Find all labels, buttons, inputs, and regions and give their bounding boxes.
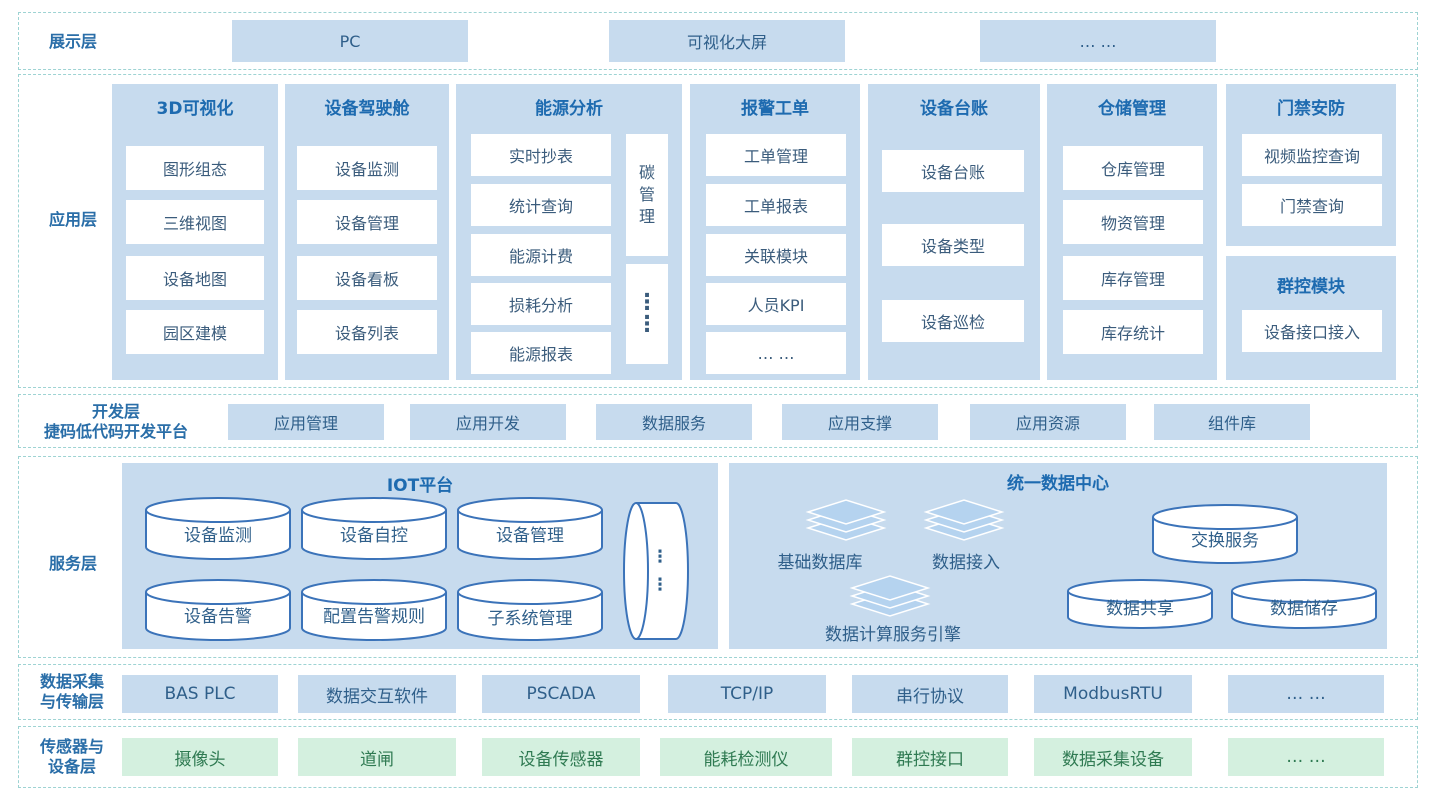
display-layer-frame — [18, 12, 1418, 70]
sensor-item: 道闸 — [298, 738, 456, 776]
display-item-bigscreen: 可视化大屏 — [609, 20, 845, 62]
module-item: 设备台账 — [882, 150, 1024, 192]
module-title: 设备驾驶舱 — [324, 99, 410, 119]
module-item: 三维视图 — [126, 200, 264, 244]
iot-platform-panel: IOT平台 — [122, 463, 718, 649]
module-item: 工单管理 — [706, 134, 846, 176]
display-item-pc: PC — [232, 20, 468, 62]
module-access: 门禁安防 视频监控查询 门禁查询 — [1226, 84, 1396, 246]
collect-item: PSCADA — [482, 675, 640, 713]
dev-label-line2: 捷码低代码开发平台 — [43, 422, 188, 441]
collect-item: BAS PLC — [122, 675, 278, 713]
sensor-item: 设备传感器 — [482, 738, 640, 776]
module-title: 设备台账 — [920, 99, 988, 119]
dev-item: 应用管理 — [228, 404, 384, 440]
collect-item: 串行协议 — [852, 675, 1008, 713]
module-item: 设备类型 — [882, 224, 1024, 266]
module-title: 能源分析 — [535, 99, 603, 119]
dev-label-line1: 开发层 — [91, 402, 140, 421]
dev-item: 应用资源 — [970, 404, 1126, 440]
module-energy: 能源分析 实时抄表 统计查询 能源计费 损耗分析 能源报表 碳 管 理 ⋮ ⋮ — [456, 84, 682, 380]
sensor-label-line1: 传感器与 — [39, 737, 104, 756]
service-layer-label: 服务层 — [48, 554, 97, 573]
module-title: 3D可视化 — [156, 99, 234, 119]
sensor-layer-label: 传感器与 设备层 — [24, 734, 120, 780]
iot-title: IOT平台 — [386, 476, 454, 496]
module-item: 损耗分析 — [471, 283, 611, 325]
collect-label-line2: 与传输层 — [39, 692, 104, 711]
module-item: 设备巡检 — [882, 300, 1024, 342]
module-item: 设备看板 — [297, 256, 437, 300]
dev-item: 组件库 — [1154, 404, 1310, 440]
carbon-management-box: 碳 管 理 — [626, 134, 668, 256]
data-center-title: 统一数据中心 — [1007, 474, 1109, 494]
module-3d: 3D可视化 图形组态 三维视图 设备地图 园区建模 — [112, 84, 278, 380]
module-title: 报警工单 — [741, 99, 809, 119]
module-title: 仓储管理 — [1098, 99, 1166, 119]
collect-label-line1: 数据采集 — [39, 672, 104, 691]
module-group-control: 群控模块 设备接口接入 — [1226, 256, 1396, 380]
module-item: 库存统计 — [1063, 310, 1203, 354]
sensor-item: … … — [1228, 738, 1384, 776]
module-item: 设备接口接入 — [1242, 310, 1382, 352]
sensor-item: 数据采集设备 — [1034, 738, 1192, 776]
carbon-char: 碳 — [638, 163, 655, 182]
module-item: 视频监控查询 — [1242, 134, 1382, 176]
module-item: 工单报表 — [706, 184, 846, 226]
service-layer-frame — [18, 456, 1418, 658]
more-dots: ⋮ — [636, 290, 658, 315]
sensor-item: 摄像头 — [122, 738, 278, 776]
module-title: 群控模块 — [1277, 277, 1345, 297]
module-item: 能源报表 — [471, 332, 611, 374]
module-item: 人员KPI — [706, 283, 846, 325]
module-item: 仓库管理 — [1063, 146, 1203, 190]
sensor-layer-frame — [18, 726, 1418, 788]
module-item: 设备管理 — [297, 200, 437, 244]
module-item: 物资管理 — [1063, 200, 1203, 244]
sensor-item: 群控接口 — [852, 738, 1008, 776]
energy-more-box: ⋮ ⋮ — [626, 264, 668, 364]
module-item: 关联模块 — [706, 234, 846, 276]
module-item: 设备监测 — [297, 146, 437, 190]
module-item: 库存管理 — [1063, 256, 1203, 300]
dev-layer-label: 开发层 捷码低代码开发平台 — [24, 400, 208, 444]
module-alarm: 报警工单 工单管理 工单报表 关联模块 人员KPI … … — [690, 84, 860, 380]
collect-layer-label: 数据采集 与传输层 — [24, 670, 120, 714]
collect-item: ModbusRTU — [1034, 675, 1192, 713]
display-layer-label: 展示层 — [48, 32, 97, 51]
module-storage: 仓储管理 仓库管理 物资管理 库存管理 库存统计 — [1047, 84, 1217, 380]
collect-item: TCP/IP — [668, 675, 826, 713]
carbon-char: 理 — [638, 207, 655, 226]
display-item-more: … … — [980, 20, 1216, 62]
module-ledger: 设备台账 设备台账 设备类型 设备巡检 — [868, 84, 1040, 380]
dev-item: 数据服务 — [596, 404, 752, 440]
module-item: 设备地图 — [126, 256, 264, 300]
collect-item: … … — [1228, 675, 1384, 713]
dev-item: 应用开发 — [410, 404, 566, 440]
app-layer-frame — [18, 74, 1418, 388]
module-item: 门禁查询 — [1242, 184, 1382, 226]
dev-item: 应用支撑 — [782, 404, 938, 440]
data-center-panel: 统一数据中心 — [729, 463, 1387, 649]
module-item: 设备列表 — [297, 310, 437, 354]
dev-layer-frame — [18, 394, 1418, 448]
carbon-char: 管 — [638, 185, 655, 204]
module-item: 能源计费 — [471, 234, 611, 276]
module-item: … … — [706, 332, 846, 374]
module-item: 统计查询 — [471, 184, 611, 226]
module-title: 门禁安防 — [1277, 99, 1345, 119]
module-item: 实时抄表 — [471, 134, 611, 176]
sensor-label-line2: 设备层 — [47, 757, 96, 776]
module-item: 园区建模 — [126, 310, 264, 354]
module-item: 图形组态 — [126, 146, 264, 190]
sensor-item: 能耗检测仪 — [660, 738, 832, 776]
collect-layer-frame — [18, 664, 1418, 720]
collect-item: 数据交互软件 — [298, 675, 456, 713]
module-cockpit: 设备驾驶舱 设备监测 设备管理 设备看板 设备列表 — [285, 84, 449, 380]
app-layer-label: 应用层 — [48, 210, 97, 229]
more-dots: ⋮ — [636, 312, 658, 337]
